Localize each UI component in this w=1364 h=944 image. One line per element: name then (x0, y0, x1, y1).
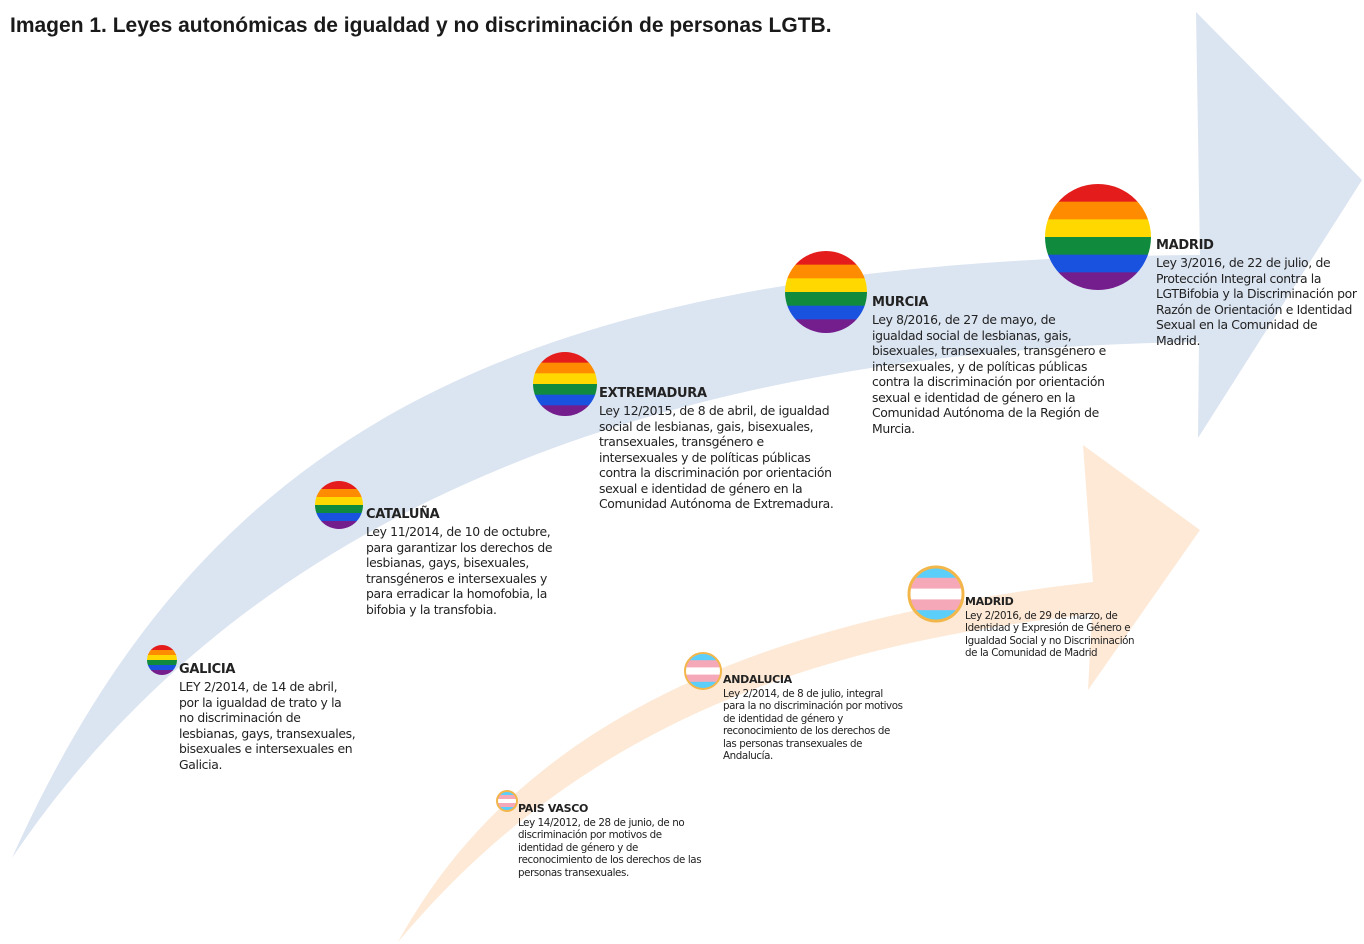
flag-stripe (147, 665, 177, 671)
flag-stripe (1045, 201, 1151, 220)
flag-stripe (1045, 254, 1151, 273)
flag-stripe (1045, 184, 1151, 203)
rainbow-flag-icon (533, 352, 597, 416)
trans-laws-arrow (398, 445, 1200, 942)
entry-galicia: GALICIA LEY 2/2014, de 14 de abril, por … (179, 662, 357, 772)
rainbow-flag-icon (785, 251, 867, 333)
flag-stripe (909, 577, 963, 590)
flag-stripe (533, 352, 597, 364)
trans-flag-icon (496, 790, 518, 812)
law-text: Ley 8/2016, de 27 de mayo, de igualdad s… (872, 312, 1106, 436)
flag-stripe (147, 670, 177, 675)
flag-stripe (685, 674, 721, 683)
entry-madrid-trans: MADRID Ley 2/2016, de 29 de marzo, de Id… (965, 595, 1143, 660)
flag-stripe (147, 655, 177, 661)
flag-stripe (147, 660, 177, 666)
flag-stripe (315, 481, 363, 490)
flag-border (684, 652, 722, 690)
region-name: EXTREMADURA (599, 386, 707, 401)
flag-border (496, 790, 518, 812)
region-name: MADRID (1156, 238, 1214, 253)
flag-stripe (533, 362, 597, 374)
entry-pais-vasco: PAIS VASCO Ley 14/2012, de 28 de junio, … (518, 802, 702, 879)
flag-stripe (533, 373, 597, 385)
flag-stripe (685, 681, 721, 689)
flag-stripe (785, 251, 867, 266)
flag-stripe (909, 610, 963, 621)
region-name: PAIS VASCO (518, 802, 589, 815)
law-text: LEY 2/2014, de 14 de abril, por la igual… (179, 679, 356, 772)
law-text: Ley 12/2015, de 8 de abril, de igualdad … (599, 403, 834, 511)
flag-stripe (497, 807, 517, 811)
law-text: Ley 2/2014, de 8 de julio, integral para… (723, 688, 903, 763)
flag-stripe (147, 645, 177, 651)
flag-stripe (147, 650, 177, 656)
region-name: MURCIA (872, 295, 929, 310)
flag-stripe (315, 505, 363, 514)
flag-stripe (315, 513, 363, 522)
law-text: Ley 11/2014, de 10 de octubre, para gara… (366, 524, 553, 617)
region-name: MADRID (965, 595, 1014, 608)
trans-flag-icon (907, 565, 965, 623)
figure-title: Imagen 1. Leyes autonómicas de igualdad … (10, 14, 832, 37)
lgtb-laws-arrow (12, 12, 1362, 858)
flag-stripe (497, 795, 517, 800)
flag-stripe (1045, 219, 1151, 238)
flag-stripe (785, 292, 867, 307)
flag-stripe (909, 599, 963, 611)
flag-stripe (533, 384, 597, 396)
flag-stripe (315, 521, 363, 529)
flag-stripe (497, 799, 517, 804)
flag-stripe (315, 489, 363, 498)
flag-stripe (315, 497, 363, 506)
rainbow-flag-icon (147, 645, 177, 675)
flag-border (907, 565, 965, 623)
entry-extremadura: EXTREMADURA Ley 12/2015, de 8 de abril, … (599, 386, 835, 512)
rainbow-flag-icon (1045, 184, 1151, 290)
entry-cataluna: CATALUÑA Ley 11/2014, de 10 de octubre, … (366, 507, 562, 617)
law-text: Ley 3/2016, de 22 de julio, de Protecció… (1156, 255, 1357, 348)
region-name: CATALUÑA (366, 507, 440, 522)
flag-stripe (497, 803, 517, 808)
rainbow-flag-icon (315, 481, 363, 529)
law-text: Ley 2/2016, de 29 de marzo, de Identidad… (965, 610, 1135, 660)
entry-murcia: MURCIA Ley 8/2016, de 27 de mayo, de igu… (872, 295, 1108, 436)
flag-stripe (909, 567, 963, 579)
flag-stripe (685, 653, 721, 661)
flag-stripe (497, 791, 517, 796)
trans-flag-icon (684, 652, 722, 690)
flag-stripe (909, 588, 963, 600)
law-text: Ley 14/2012, de 28 de junio, de no discr… (518, 817, 702, 879)
flag-stripe (1045, 237, 1151, 256)
entry-madrid-lgtb: MADRID Ley 3/2016, de 22 de julio, de Pr… (1156, 238, 1362, 348)
flag-stripe (685, 660, 721, 668)
flag-stripe (533, 405, 597, 416)
region-name: ANDALUCIA (723, 673, 792, 686)
flag-stripe (685, 667, 721, 676)
region-name: GALICIA (179, 662, 236, 677)
flag-stripe (785, 305, 867, 320)
flag-stripe (785, 264, 867, 279)
flag-stripe (785, 278, 867, 293)
flag-stripe (533, 394, 597, 406)
entry-andalucia: ANDALUCIA Ley 2/2014, de 8 de julio, int… (723, 673, 903, 762)
